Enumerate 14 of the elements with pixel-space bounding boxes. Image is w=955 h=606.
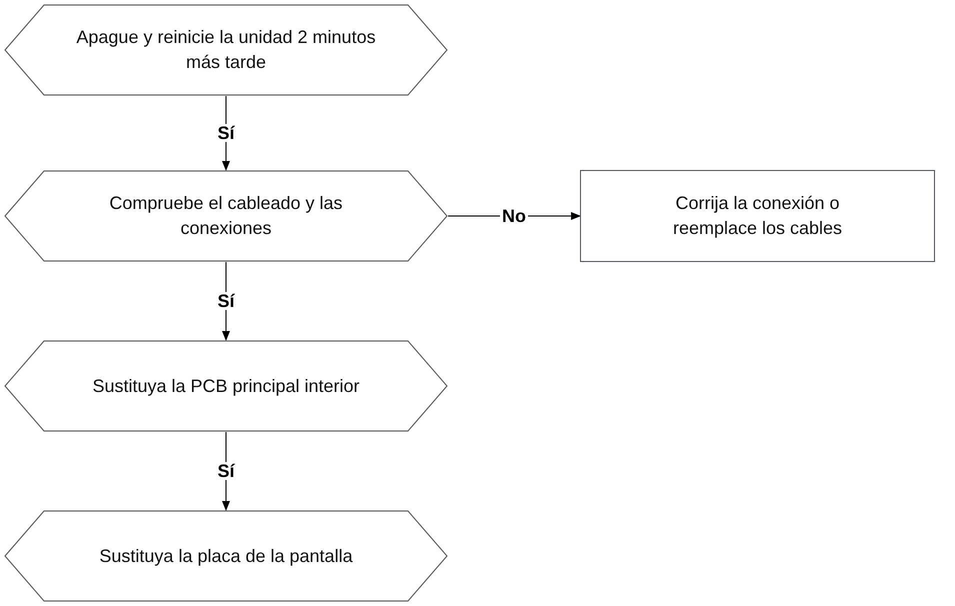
hexagon-step — [4, 510, 448, 602]
edge-label: Sí — [216, 292, 236, 310]
step-text: Compruebe el cableado y las conexiones — [108, 192, 344, 240]
hexagon-step — [4, 4, 448, 96]
edge-label: Sí — [216, 124, 236, 142]
step-text: Apague y reinicie la unidad 2 minutos más tarde — [76, 26, 376, 74]
edge-label: No — [500, 207, 528, 225]
process-box — [580, 170, 935, 262]
edge-label: Sí — [216, 462, 236, 480]
step-text: Corrija la conexión o reemplace los cables — [672, 192, 844, 240]
hexagon-step — [4, 170, 448, 262]
step-text: Sustituya la placa de la pantalla — [99, 544, 353, 568]
step-text: Sustituya la PCB principal interior — [92, 374, 360, 398]
hexagon-step — [4, 340, 448, 432]
